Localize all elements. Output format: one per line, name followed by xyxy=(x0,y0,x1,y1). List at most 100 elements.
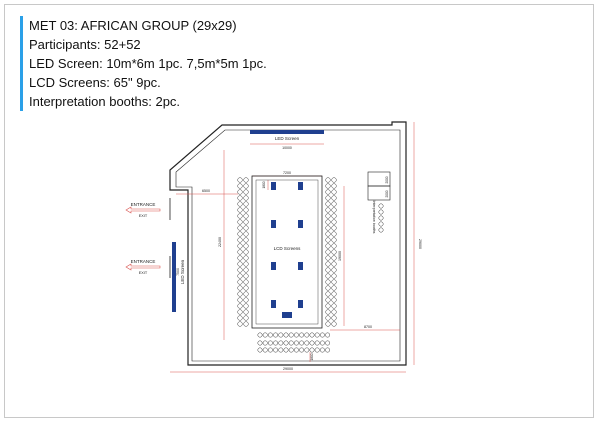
booth-dim-1: 2000 xyxy=(385,176,389,183)
interpretation-booths: 2000 2000 Interpretation booths xyxy=(367,171,391,234)
chair xyxy=(325,207,331,213)
info-booths: Interpretation booths: 2pc. xyxy=(29,94,181,109)
chair xyxy=(325,255,331,261)
chair xyxy=(237,309,243,315)
chair xyxy=(331,207,337,213)
chair xyxy=(243,177,249,183)
page-frame xyxy=(4,4,594,418)
chair xyxy=(331,183,337,189)
chair xyxy=(237,321,243,327)
chair xyxy=(243,213,249,219)
chair xyxy=(243,303,249,309)
chair xyxy=(314,332,320,338)
chair xyxy=(331,219,337,225)
chair xyxy=(237,267,243,273)
chair xyxy=(314,340,320,346)
chair xyxy=(325,291,331,297)
dim-small-top: 1800 xyxy=(262,181,266,188)
dim-left-height: 22400 xyxy=(218,237,222,247)
chair xyxy=(237,195,243,201)
chair xyxy=(331,201,337,207)
chair xyxy=(237,201,243,207)
chair xyxy=(283,347,289,353)
chair xyxy=(314,347,320,353)
chair xyxy=(325,261,331,267)
chair xyxy=(325,309,331,315)
chair xyxy=(293,332,299,338)
dim-top-gap: 6500 xyxy=(202,189,210,193)
chair xyxy=(237,249,243,255)
chair xyxy=(283,332,289,338)
chair xyxy=(237,243,243,249)
entrance-1-sub: EXIT xyxy=(139,214,148,218)
led-top-dim: 10000 xyxy=(282,146,292,150)
chair xyxy=(304,347,310,353)
chair xyxy=(325,237,331,243)
dim-small-bottom: 1800 xyxy=(310,353,314,360)
chair xyxy=(319,332,325,338)
chair xyxy=(243,219,249,225)
chair xyxy=(309,332,315,338)
lcd-screen xyxy=(282,312,292,318)
chair xyxy=(243,273,249,279)
chair xyxy=(299,340,305,346)
chair xyxy=(325,219,331,225)
lcd-screens xyxy=(271,182,303,318)
chair xyxy=(293,340,299,346)
chair xyxy=(278,332,284,338)
chair xyxy=(299,347,305,353)
chair xyxy=(331,279,337,285)
booth-lower xyxy=(367,185,391,201)
chair xyxy=(325,249,331,255)
chair xyxy=(237,189,243,195)
chair xyxy=(237,303,243,309)
dim-total-height: 29000 xyxy=(418,239,422,249)
entrance-1[interactable]: ENTRANCE EXIT xyxy=(125,202,161,218)
room-outer-wall xyxy=(169,121,407,366)
chair xyxy=(293,347,299,353)
entrance-2[interactable]: ENTRANCE EXIT xyxy=(125,259,161,275)
chair xyxy=(331,231,337,237)
chair xyxy=(243,279,249,285)
chair xyxy=(378,227,384,233)
conference-table xyxy=(251,175,323,329)
chair xyxy=(243,315,249,321)
chair xyxy=(325,177,331,183)
chair xyxy=(278,347,284,353)
chair xyxy=(309,340,315,346)
chair xyxy=(325,279,331,285)
led-left-label: LED Screen xyxy=(180,259,185,284)
chair xyxy=(378,221,384,227)
chair xyxy=(325,285,331,291)
chair xyxy=(325,273,331,279)
chair xyxy=(331,273,337,279)
chair xyxy=(331,297,337,303)
chair xyxy=(243,297,249,303)
chair xyxy=(378,203,384,209)
chair xyxy=(243,243,249,249)
lcd-screen xyxy=(271,262,276,270)
lcd-screen xyxy=(271,300,276,308)
chair xyxy=(331,177,337,183)
chair xyxy=(378,215,384,221)
chair xyxy=(299,332,305,338)
chair xyxy=(331,243,337,249)
conference-table-inner xyxy=(255,179,319,325)
chair xyxy=(331,237,337,243)
chair xyxy=(331,255,337,261)
lcd-screen xyxy=(271,182,276,190)
booth-seating xyxy=(378,203,384,233)
chair xyxy=(237,279,243,285)
lcd-label: LCD Screens xyxy=(274,246,302,251)
chair xyxy=(325,332,331,338)
chair xyxy=(288,347,294,353)
chair xyxy=(331,291,337,297)
led-left-dim: 7500 xyxy=(176,268,180,276)
chair xyxy=(237,255,243,261)
chair xyxy=(325,303,331,309)
lcd-screen xyxy=(271,220,276,228)
chair xyxy=(243,285,249,291)
chair xyxy=(331,267,337,273)
chair xyxy=(325,189,331,195)
